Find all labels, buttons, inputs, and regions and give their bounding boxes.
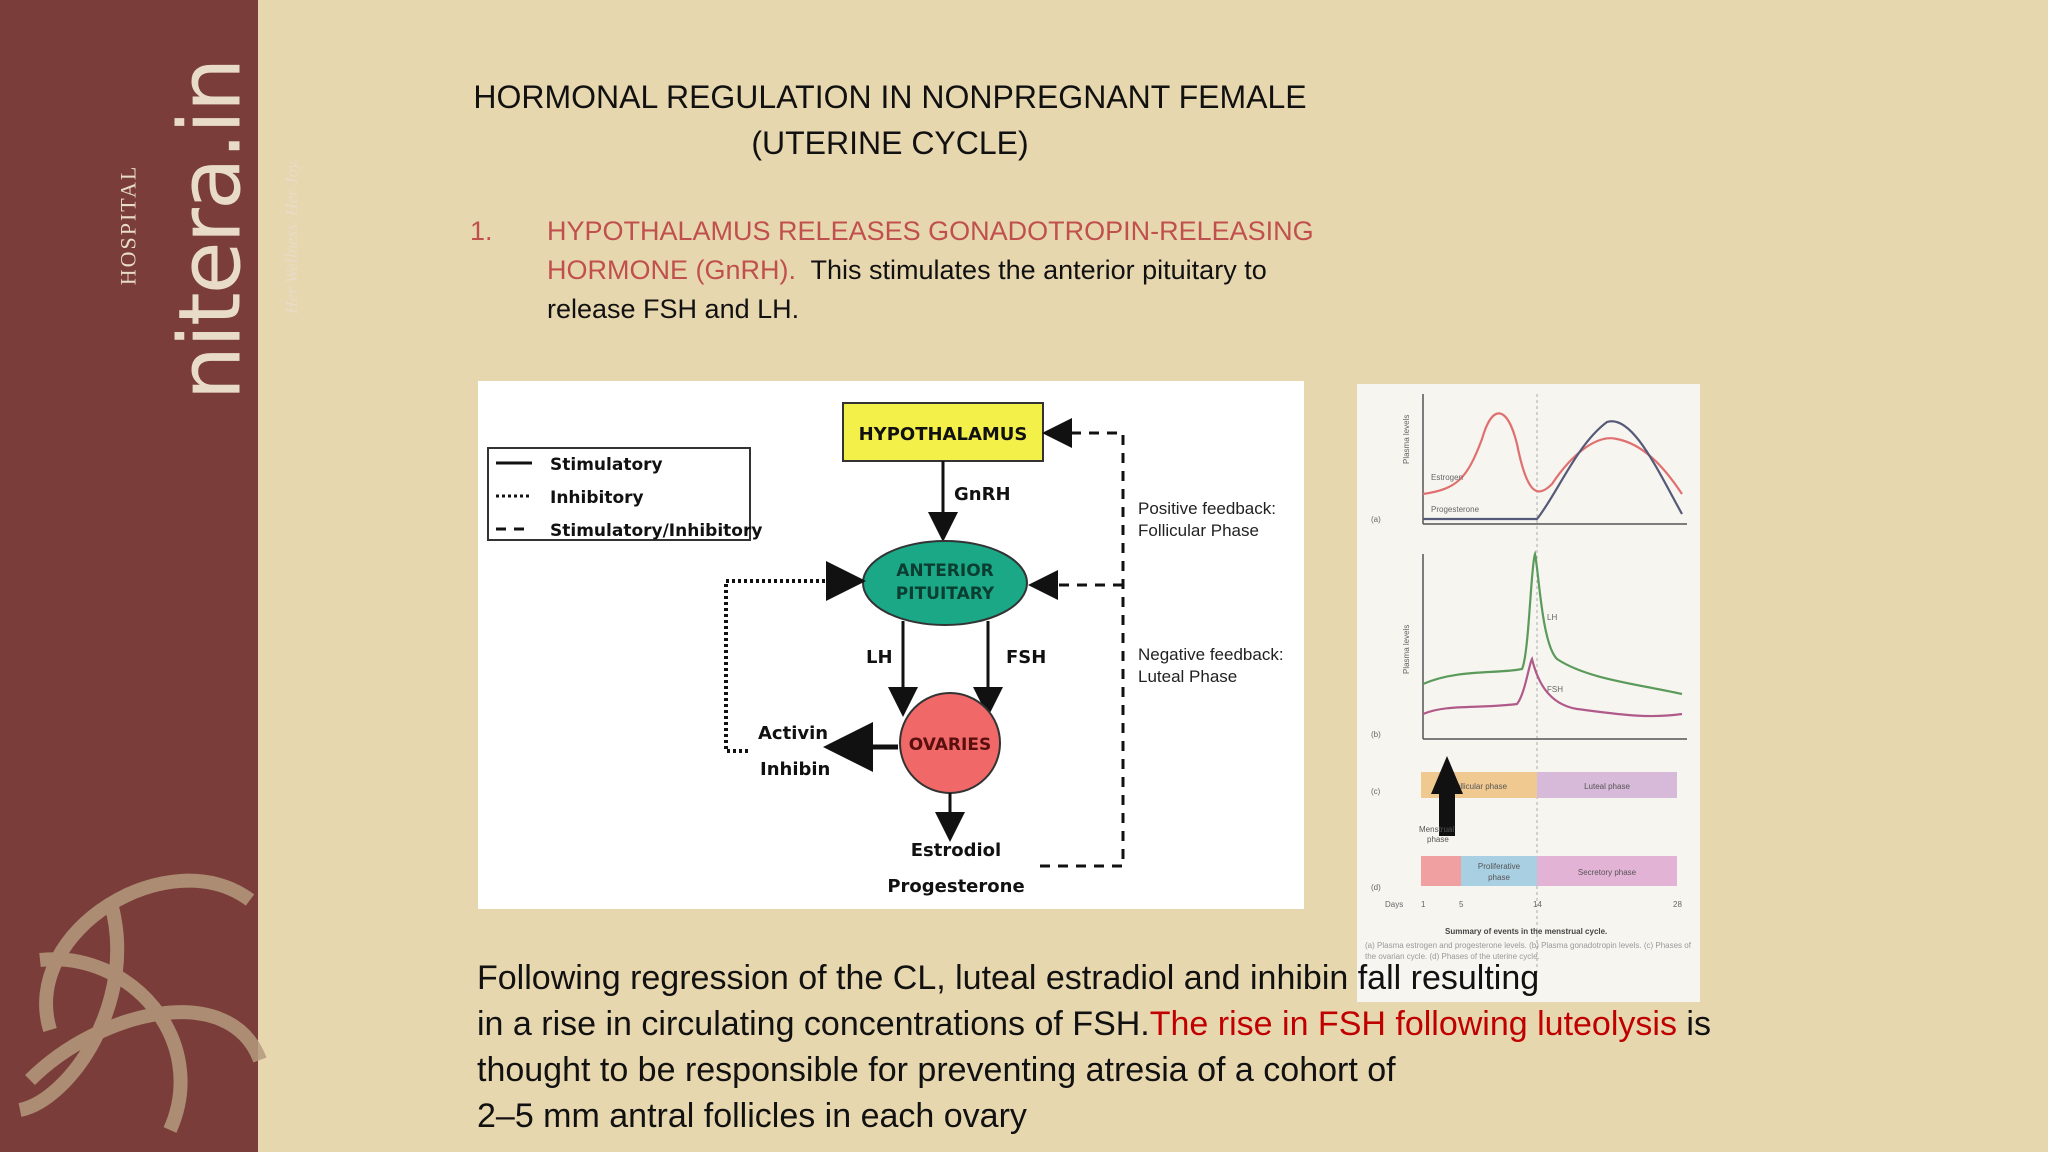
estradiol-label: Estrodiol bbox=[911, 840, 1001, 861]
caption-title: Summary of events in the menstrual cycle… bbox=[1445, 927, 1607, 936]
follicular-phase: Follicular phase bbox=[1451, 782, 1508, 791]
hypothalamus-label: HYPOTHALAMUS bbox=[859, 424, 1028, 445]
legend-stim-inhib: Stimulatory/Inhibitory bbox=[550, 521, 762, 541]
estrogen-curve bbox=[1422, 412, 1683, 496]
secretory-bar bbox=[1537, 856, 1677, 886]
day-5: 5 bbox=[1459, 900, 1464, 909]
ylabel-b: Plasma levels bbox=[1402, 625, 1411, 674]
bottom-line-2-highlight: The rise in FSH following luteolysis bbox=[1149, 1005, 1677, 1043]
feedback-diagram-svg: Stimulatory Inhibitory Stimulatory/Inhib… bbox=[487, 402, 1284, 897]
negative-feedback-2: Luteal Phase bbox=[1138, 667, 1237, 686]
bottom-line-2b: is bbox=[1676, 1005, 1711, 1043]
diagram-legend: Stimulatory Inhibitory Stimulatory/Inhib… bbox=[487, 447, 762, 541]
gnrh-label: GnRH bbox=[954, 484, 1011, 505]
menstrual-bar bbox=[1421, 856, 1461, 886]
menstrual-phase-2: phase bbox=[1427, 835, 1449, 844]
feedback-loop bbox=[1040, 418, 1125, 868]
progesterone-label: Progesterone bbox=[887, 876, 1024, 897]
pituitary-label-2: PITUITARY bbox=[896, 584, 995, 604]
legend-stimulatory: Stimulatory bbox=[550, 455, 663, 475]
slide-title: HORMONAL REGULATION IN NONPREGNANT FEMAL… bbox=[380, 74, 1400, 166]
menstrual-cycle-graph: Plasma levels (a) Estrogen Progesterone … bbox=[1357, 384, 1700, 1002]
panel-c: (c) bbox=[1371, 787, 1381, 796]
menstrual-phase-1: Menstrual bbox=[1419, 825, 1454, 834]
logo-text: nitera.in bbox=[160, 59, 261, 401]
pituitary-label-1: ANTERIOR bbox=[896, 561, 994, 581]
point-text: HYPOTHALAMUS RELEASES GONADOTROPIN-RELEA… bbox=[547, 212, 1347, 329]
estrogen-label: Estrogen bbox=[1431, 473, 1463, 482]
luteal-phase: Luteal phase bbox=[1584, 782, 1630, 791]
day-14: 14 bbox=[1533, 900, 1542, 909]
day-28: 28 bbox=[1673, 900, 1682, 909]
inhibitory-loop bbox=[724, 561, 866, 753]
menstrual-cycle-svg: Plasma levels (a) Estrogen Progesterone … bbox=[1365, 394, 1691, 974]
panel-b: (b) bbox=[1371, 730, 1381, 739]
luteal-bar bbox=[1537, 772, 1677, 798]
days-label: Days bbox=[1385, 900, 1403, 909]
proliferative-1: Proliferative bbox=[1478, 862, 1521, 871]
secretory-phase: Secretory phase bbox=[1578, 868, 1637, 877]
progesterone-label: Progesterone bbox=[1431, 505, 1480, 514]
panel-d: (d) bbox=[1371, 883, 1381, 892]
legend-inhibitory: Inhibitory bbox=[550, 488, 644, 508]
bottom-line-2a: in a rise in circulating concentrations … bbox=[477, 1005, 1150, 1043]
proliferative-bar bbox=[1461, 856, 1537, 886]
positive-feedback-2: Follicular Phase bbox=[1138, 521, 1259, 540]
ovaries-label: OVARIES bbox=[909, 735, 991, 755]
point-number: 1. bbox=[470, 216, 493, 246]
feedback-diagram: Stimulatory Inhibitory Stimulatory/Inhib… bbox=[478, 381, 1304, 909]
positive-feedback-1: Positive feedback: bbox=[1138, 499, 1276, 518]
title-line-2: (UTERINE CYCLE) bbox=[751, 125, 1029, 161]
lh-graph-label: LH bbox=[1547, 613, 1557, 622]
activin-label: Activin bbox=[758, 723, 828, 744]
title-line-1: HORMONAL REGULATION IN NONPREGNANT FEMAL… bbox=[473, 79, 1307, 115]
lh-label: LH bbox=[866, 647, 893, 668]
pituitary-ellipse bbox=[862, 540, 1028, 626]
bottom-line-1: Following regression of the CL, luteal e… bbox=[477, 959, 1540, 997]
panel-a: (a) bbox=[1371, 515, 1381, 524]
celtic-knot-ornament bbox=[18, 873, 267, 1133]
brand-logo: nitera.in HOSPITAL Her Wellness. Her Joy… bbox=[110, 60, 301, 401]
bottom-line-3: thought to be responsible for preventing… bbox=[477, 1051, 1396, 1089]
point-black-text: This stimulates the anterior pituitary t… bbox=[547, 255, 1267, 324]
point-red-text: HYPOTHALAMUS RELEASES GONADOTROPIN-RELEA… bbox=[547, 216, 1314, 285]
caption-text: (a) Plasma estrogen and progesterone lev… bbox=[1365, 941, 1691, 961]
progesterone-curve bbox=[1423, 420, 1683, 521]
bottom-line-4: 2–5 mm antral follicles in each ovary bbox=[477, 1097, 1027, 1135]
sidebar: nitera.in HOSPITAL Her Wellness. Her Joy… bbox=[0, 0, 301, 1152]
logo-hospital: HOSPITAL bbox=[115, 164, 141, 286]
ylabel-a: Plasma levels bbox=[1402, 415, 1411, 464]
fsh-label: FSH bbox=[1006, 647, 1046, 668]
negative-feedback-1: Negative feedback: bbox=[1138, 645, 1284, 664]
inhibin-label: Inhibin bbox=[760, 759, 830, 780]
day-1: 1 bbox=[1421, 900, 1426, 909]
fsh-curve bbox=[1422, 656, 1683, 718]
logo-tagline: Her Wellness. Her Joy. bbox=[281, 158, 301, 314]
bottom-line-2: in a rise in circulating concentrations … bbox=[477, 1001, 1767, 1047]
lh-curve bbox=[1422, 550, 1683, 696]
bottom-paragraph: Following regression of the CL, luteal e… bbox=[477, 955, 1767, 1139]
proliferative-2: phase bbox=[1488, 873, 1510, 882]
fsh-graph-label: FSH bbox=[1547, 685, 1563, 694]
